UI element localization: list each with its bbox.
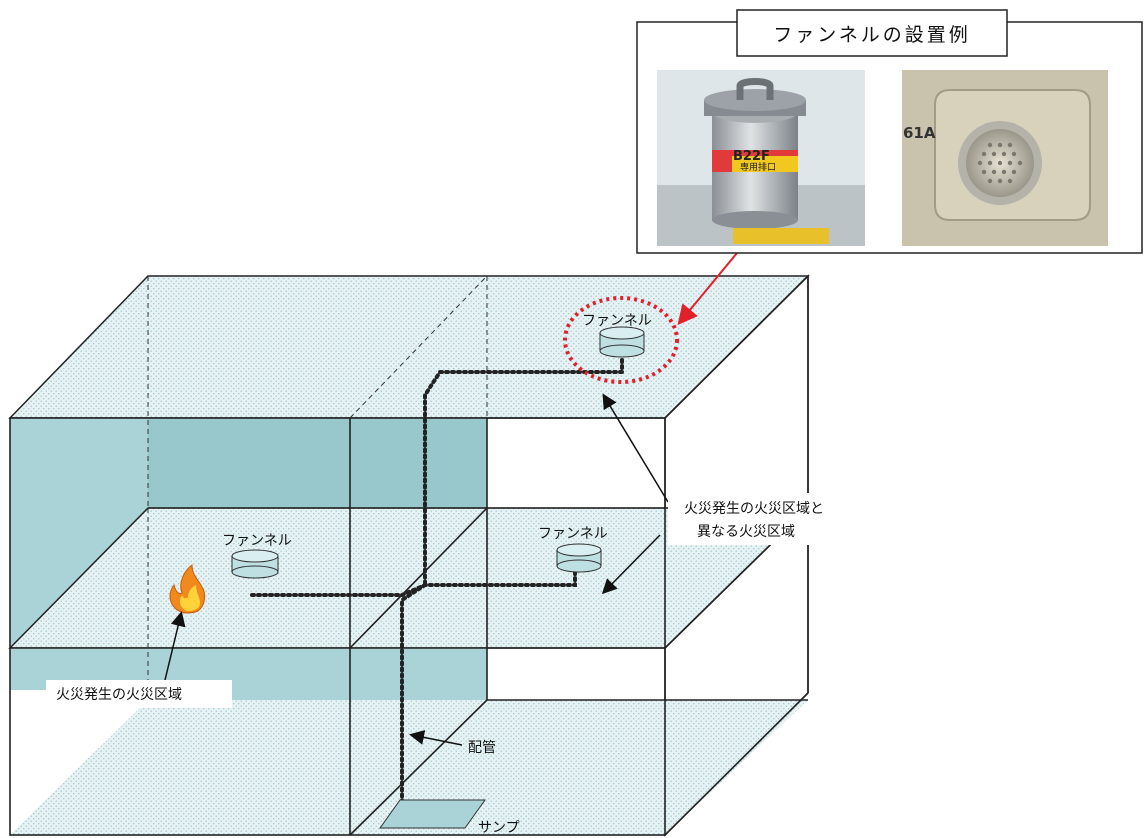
inset-panel: ファンネルの設置例 B22F 専用排口 [636,9,1143,254]
lower-back-wall-band [10,648,148,690]
can-label: B22F [733,149,770,164]
piping-route [250,358,624,822]
funnel-top [599,326,645,358]
bottom-floor-left [10,700,350,835]
funnel-left-label: ファンネル [222,533,292,549]
upper-back-wall [148,418,487,508]
fire-area-label-box [46,680,232,708]
arrow-to-fire [164,611,186,681]
hidden-edges [147,275,488,700]
other-area-label-box [668,493,854,545]
fire-icon [169,563,206,614]
other-area-label-line1: 火災発生の火災区域と [684,501,824,517]
drain-label: 61A [903,124,936,142]
fire-area-label: 火災発生の火災区域 [56,687,182,703]
funnel-photo-1: B22F 専用排口 [657,70,865,246]
sump [379,799,486,829]
sump-label: サンプ [478,820,520,836]
funnel-top-label: ファンネル [582,313,652,329]
arrow-to-top-funnel-area [602,393,669,503]
piping-label: 配管 [468,740,496,756]
inset-title: ファンネルの設置例 [773,24,971,46]
arrow-to-piping [409,729,463,746]
highlight-circle [563,296,679,384]
other-area-label-line2: 異なる火災区域 [697,524,795,540]
red-arrow [677,252,738,326]
funnel-right-label: ファンネル [538,526,608,542]
arrow-to-lower-area [601,534,661,595]
funnel-left [231,549,279,579]
can-tape-text: 専用排口 [740,161,776,173]
inset-title-box [736,9,1008,57]
funnel-right [556,543,602,573]
funnel-photo-2: 61A [902,70,1108,246]
